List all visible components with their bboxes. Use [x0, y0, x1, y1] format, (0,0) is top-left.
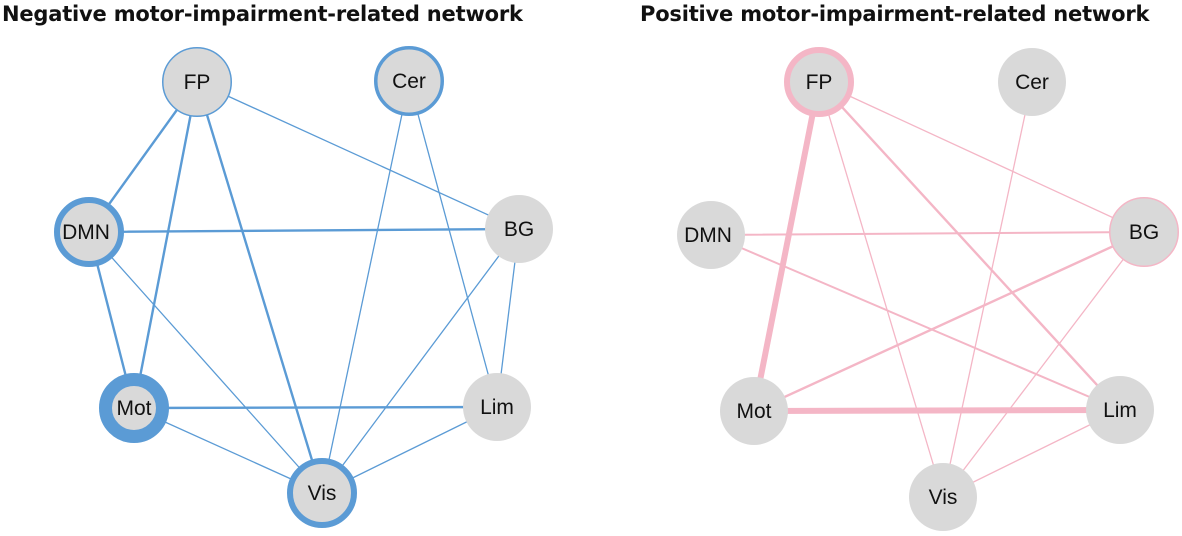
positive-edge-fp-lim: [817, 80, 1122, 412]
positive-node-vis: Vis: [909, 463, 977, 531]
negative-edge-fp-mot: [132, 80, 199, 410]
positive-node-circle-dmn: [677, 201, 745, 269]
negative-node-bg: BG: [485, 195, 553, 263]
negative-node-circle-cer: [374, 46, 444, 116]
positive-network-title: Positive motor-impairment-related networ…: [640, 2, 1150, 26]
positive-node-circle-lim: [1086, 376, 1154, 444]
positive-edges: [710, 79, 1146, 498]
positive-node-circle-vis: [909, 463, 977, 531]
negative-node-circle-fp: [162, 47, 232, 117]
negative-edge-dmn-bg: [87, 227, 521, 234]
negative-node-circle-dmn: [54, 197, 124, 267]
positive-edge-dmn-bg: [710, 231, 1145, 236]
negative-node-lim: Lim: [463, 373, 531, 441]
positive-node-label-bg: BG: [1129, 221, 1159, 244]
negative-network-title: Negative motor-impairment-related networ…: [2, 2, 523, 26]
negative-node-dmn: DMN: [54, 197, 124, 267]
positive-node-circle-fp: [784, 47, 854, 117]
positive-edge-mot-lim: [751, 407, 1123, 414]
positive-node-circle-bg: [1109, 197, 1179, 267]
negative-node-cer: Cer: [374, 46, 444, 116]
negative-edge-fp-bg: [196, 81, 520, 230]
negative-node-label-dmn: DMN: [62, 221, 110, 244]
negative-edge-cer-vis: [321, 80, 410, 494]
negative-node-label-bg: BG: [504, 218, 534, 241]
positive-node-label-mot: Mot: [736, 400, 771, 423]
positive-node-label-dmn: DMN: [684, 224, 732, 247]
negative-edge-fp-vis: [195, 80, 324, 495]
negative-node-mot: Mot: [99, 373, 169, 443]
positive-edge-dmn-lim: [710, 234, 1121, 411]
positive-edge-fp-bg: [818, 81, 1145, 233]
negative-edge-bg-vis: [321, 228, 520, 494]
positive-node-circle-cer: [998, 48, 1066, 116]
negative-edge-cer-lim: [408, 80, 498, 408]
negative-node-label-cer: Cer: [392, 70, 426, 93]
negative-node-label-fp: FP: [184, 71, 211, 94]
negative-node-circle-lim: [463, 373, 531, 441]
positive-edge-bg-vis: [942, 231, 1145, 498]
positive-edge-fp-vis: [818, 81, 944, 498]
positive-edge-cer-vis: [942, 81, 1033, 498]
positive-node-bg: BG: [1109, 197, 1179, 267]
positive-node-fp: FP: [784, 47, 854, 117]
positive-node-mot: Mot: [720, 377, 788, 445]
negative-edge-dmn-vis: [88, 231, 323, 494]
positive-node-label-cer: Cer: [1015, 71, 1049, 94]
positive-edge-fp-mot: [751, 79, 822, 414]
positive-node-circle-mot: [720, 377, 788, 445]
positive-node-label-fp: FP: [806, 71, 833, 94]
negative-node-circle-mot: [99, 373, 169, 443]
negative-edge-mot-lim: [132, 405, 499, 410]
positive-node-dmn: DMN: [677, 201, 745, 269]
positive-node-label-lim: Lim: [1103, 399, 1137, 422]
negative-node-label-mot: Mot: [116, 397, 151, 420]
positive-edge-bg-mot: [752, 230, 1146, 413]
positive-node-label-vis: Vis: [929, 486, 958, 509]
negative-node-circle-vis: [287, 458, 357, 528]
negative-node-fp: FP: [162, 47, 232, 117]
negative-node-circle-bg: [485, 195, 553, 263]
positive-node-lim: Lim: [1086, 376, 1154, 444]
negative-node-label-vis: Vis: [308, 482, 337, 505]
negative-node-vis: Vis: [287, 458, 357, 528]
positive-node-cer: Cer: [998, 48, 1066, 116]
negative-node-label-lim: Lim: [480, 396, 514, 419]
